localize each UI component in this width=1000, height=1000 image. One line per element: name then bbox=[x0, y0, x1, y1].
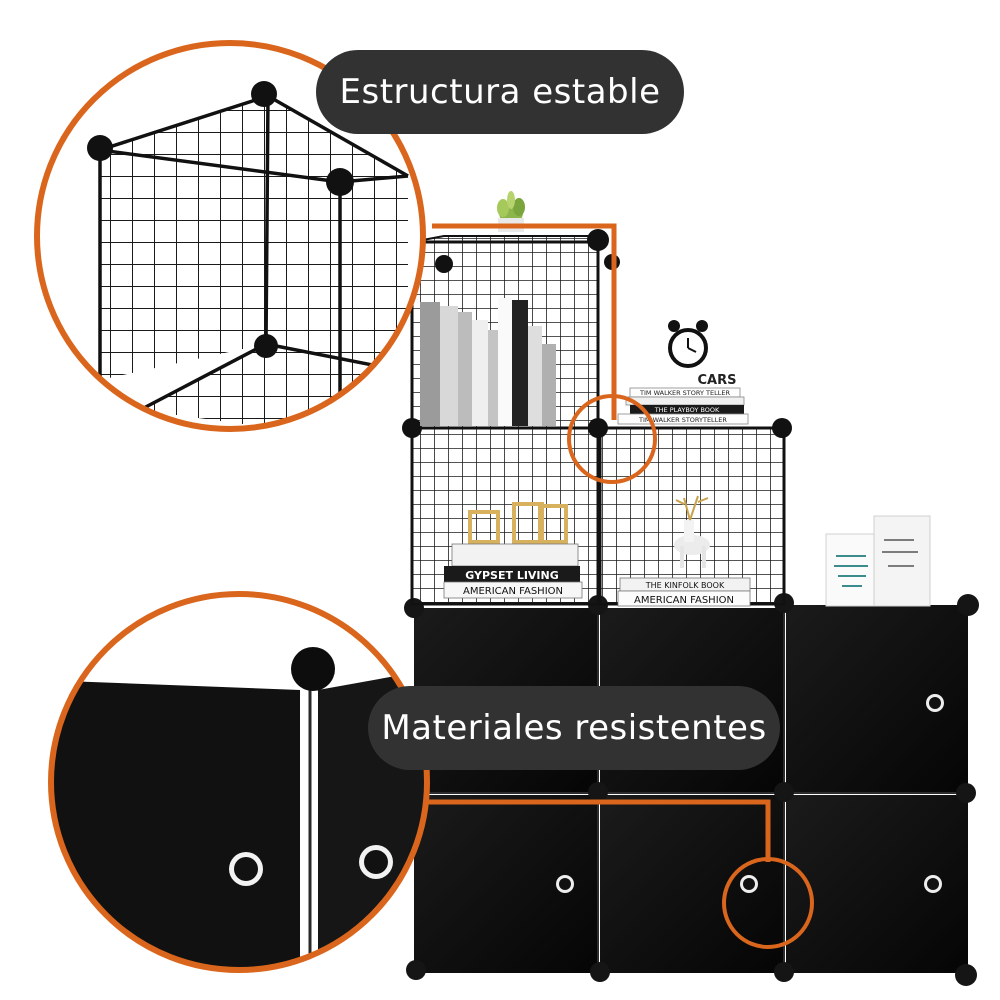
book-title: TIM WALKER STORY TELLER bbox=[639, 389, 730, 397]
door-hole-icon bbox=[229, 852, 263, 886]
zoom-callout-top bbox=[34, 40, 426, 432]
door-hole-icon bbox=[359, 845, 393, 879]
callout-connector-bottom bbox=[426, 799, 771, 862]
zoom-callout-bottom bbox=[48, 591, 430, 973]
callout-label-top: Estructura estable bbox=[316, 50, 684, 134]
book-stack-left: GYPSET LIVING AMERICAN FASHION bbox=[443, 543, 583, 599]
clock-icon bbox=[668, 320, 708, 368]
callout-connector-top bbox=[432, 223, 617, 420]
books-upper bbox=[420, 298, 556, 426]
picture-cards bbox=[825, 515, 931, 607]
door-hole-icon bbox=[926, 694, 944, 712]
book-stack-right: TIM WALKER STORY TELLER THE PLAYBOY BOOK… bbox=[617, 387, 749, 425]
book-title: AMERICAN FASHION bbox=[634, 595, 734, 606]
book-title: GYPSET LIVING bbox=[465, 569, 559, 582]
frames-decor bbox=[468, 502, 568, 544]
book-title: AMERICAN FASHION bbox=[463, 586, 563, 597]
book-stack-center: THE KINFOLK BOOK AMERICAN FASHION bbox=[617, 577, 751, 607]
door-hole-icon bbox=[740, 875, 758, 893]
book-title: THE KINFOLK BOOK bbox=[645, 581, 725, 590]
callout-label-bottom: Materiales resistentes bbox=[368, 686, 780, 770]
detail-marker-bottom bbox=[722, 857, 814, 949]
door-hole-icon bbox=[924, 875, 942, 893]
book-title: TIM WALKER STORYTELLER bbox=[638, 416, 727, 424]
deer-figurine bbox=[674, 495, 710, 568]
door-hole-icon bbox=[556, 875, 574, 893]
book-title: THE PLAYBOY BOOK bbox=[654, 406, 720, 414]
cabinet-row bbox=[404, 593, 979, 986]
plant bbox=[497, 191, 525, 232]
detail-marker-top bbox=[567, 394, 657, 484]
clock-label: CARS bbox=[698, 373, 737, 388]
